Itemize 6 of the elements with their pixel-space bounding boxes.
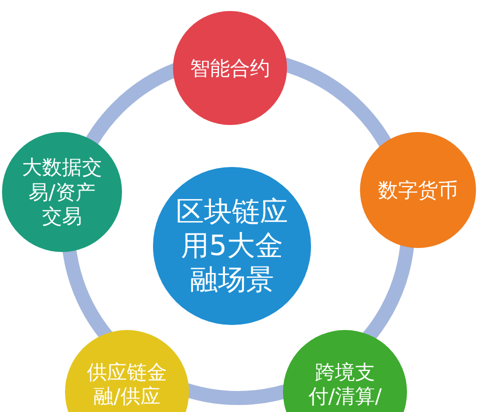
node-label: 数字货币 bbox=[377, 178, 459, 202]
node-label: 智能合约 bbox=[189, 56, 271, 80]
node-label: 区块链应用5大金融场景 bbox=[175, 194, 289, 298]
node-label: 跨境支付/清算/ bbox=[307, 360, 383, 409]
node-label: 供应链金融/供应 bbox=[86, 360, 168, 409]
node-label: 大数据交易/资产交易 bbox=[21, 155, 103, 229]
